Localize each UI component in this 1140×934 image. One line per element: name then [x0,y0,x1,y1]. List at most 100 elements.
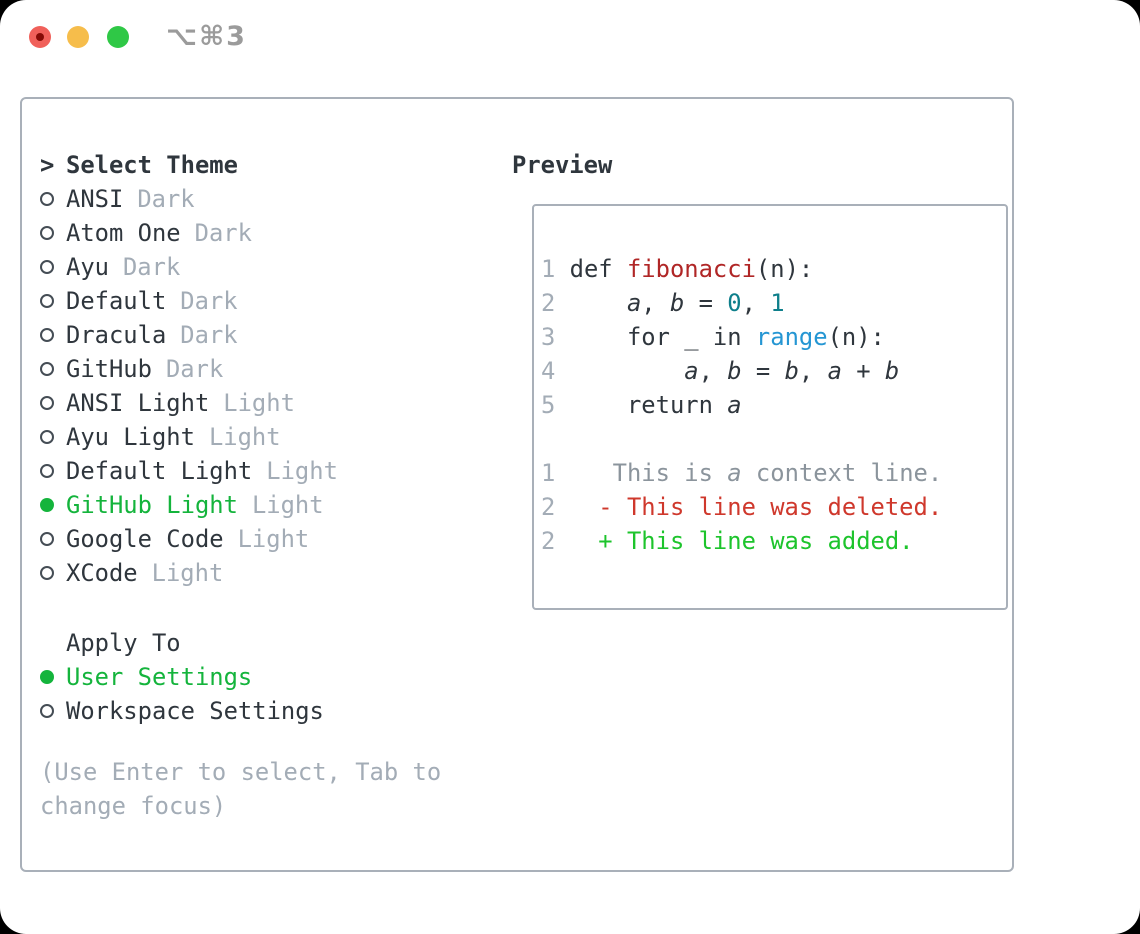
radio-unselected-icon [40,260,54,274]
code-token: a [626,289,642,317]
preview-code-line: 2 + This line was added. [541,524,1006,558]
minimize-button[interactable] [67,26,89,48]
preview-code-line [541,422,1006,456]
code-token: (n): [827,323,885,351]
code-token [570,357,685,385]
preview-code-line: 3 for _ in range(n): [541,320,1006,354]
code-token: b [884,357,900,385]
preview-code-line: 5 return a [541,388,1006,422]
code-token: = [741,357,785,385]
radio-unselected-icon [40,704,54,718]
code-token: , [741,289,771,317]
code-token: , [798,357,828,385]
hint-text: (Use Enter to select, Tab to change focu… [40,755,441,823]
code-token: + This line was added. [569,527,914,555]
radio-selected-icon [40,498,54,512]
theme-option-label: GitHub Light [66,491,238,519]
preview-code-line: 4 a, b = b, a + b [541,354,1006,388]
theme-variant-label: Dark [180,287,238,315]
theme-variant-label: Dark [180,321,238,349]
theme-variant-label: Light [151,559,224,587]
radio-selected-icon [40,670,54,684]
apply-to-option[interactable]: User Settings [40,660,441,694]
code-token: b [784,357,799,385]
code-token [570,289,627,317]
theme-variant-label: Dark [137,185,195,213]
code-token: range [755,323,828,351]
theme-option[interactable]: Google Code Light [40,522,441,556]
radio-unselected-icon [40,396,54,410]
code-token: 1 [770,289,785,317]
theme-option-label: ANSI [66,185,124,213]
close-button[interactable] [29,26,51,48]
window-title: ⌥⌘3 [166,21,247,52]
line-number: 5 [541,391,570,419]
apply-to-option-label: Workspace Settings [66,697,324,725]
preview-column: Preview 1 def fibonacci(n):2 a, b = 0, 1… [512,148,1008,610]
apply-to-heading: Apply To [66,629,181,657]
hint-line-1: (Use Enter to select, Tab to [40,758,442,786]
theme-option-label: Default [66,287,167,315]
theme-variant-label: Dark [194,219,252,247]
preview-code-line: 1 This is a context line. [541,456,1006,490]
theme-variant-label: Light [266,457,338,485]
theme-option[interactable]: GitHub Light Light [40,488,441,522]
code-token: b [727,357,742,385]
apply-to-option[interactable]: Workspace Settings [40,694,441,728]
code-token: (n): [755,255,814,283]
line-number: 2 [541,493,570,521]
theme-option-label: Ayu Light [66,423,195,451]
theme-option[interactable]: ANSI Dark [40,182,441,216]
radio-unselected-icon [40,430,54,444]
theme-option[interactable]: XCode Light [40,556,441,590]
preview-code-line: 2 a, b = 0, 1 [541,286,1006,320]
preview-code-line: 1 def fibonacci(n): [541,252,1006,286]
radio-unselected-icon [40,362,54,376]
code-token: a [827,357,842,385]
code-token: This is [569,459,728,487]
preview-code-line: 2 - This line was deleted. [541,490,1006,524]
theme-variant-label: Dark [165,355,224,383]
code-token: = [684,289,728,317]
apply-to-option-label: User Settings [66,663,253,691]
theme-option[interactable]: Dracula Dark [40,318,441,352]
code-token: , [698,357,728,385]
theme-option-label: ANSI Light [66,389,210,417]
line-number: 2 [541,527,570,555]
theme-option-label: Dracula [66,321,167,349]
theme-variant-label: Light [237,525,310,553]
line-number: 1 [541,255,570,283]
theme-variant-label: Light [223,389,295,417]
theme-variant-label: Light [208,423,281,451]
code-token: for _ in [569,323,756,351]
unsaved-dot-icon [36,33,44,41]
radio-unselected-icon [40,226,54,240]
code-token: def [569,255,627,283]
radio-unselected-icon [40,328,54,342]
code-token: , [641,289,670,317]
code-token: 0 [727,289,742,317]
theme-option[interactable]: ANSI Light Light [40,386,441,420]
theme-variant-label: Dark [122,253,181,281]
zoom-button[interactable] [107,26,129,48]
theme-option[interactable]: Ayu Light Light [40,420,441,454]
theme-option[interactable]: Default Dark [40,284,441,318]
theme-variant-label: Light [251,491,324,519]
preview-heading: Preview [512,151,613,179]
radio-unselected-icon [40,464,54,478]
code-token: a [727,391,742,419]
hint-line-2: change focus) [40,792,227,820]
selection-caret-icon: > [40,151,55,179]
theme-option-label: XCode [66,559,138,587]
code-token: - This line was deleted. [569,493,943,521]
theme-option-label: Google Code [66,525,224,553]
